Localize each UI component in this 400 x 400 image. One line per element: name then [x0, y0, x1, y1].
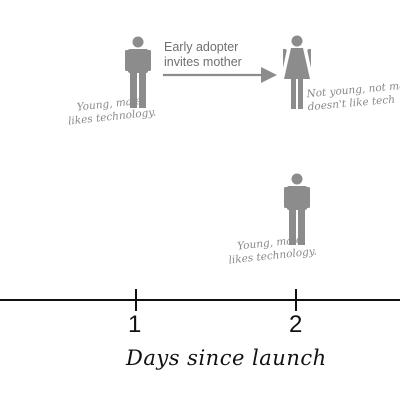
- invite-label-line: invites mother: [164, 55, 242, 69]
- axis-title: Days since launch: [126, 346, 327, 370]
- person-note: Not young, not ma doesn't like tech: [306, 80, 400, 115]
- male-person-icon: [125, 36, 151, 108]
- timeline-axis: [0, 289, 400, 311]
- invite-label: Early adopter invites mother: [164, 40, 242, 70]
- person-note: Young, male, likes technology.: [63, 93, 160, 129]
- right-arrow-icon: [163, 67, 277, 83]
- tick-label: 2: [289, 311, 303, 338]
- person-note: Young, male, likes technology.: [221, 232, 323, 268]
- invite-label-line: Early adopter: [164, 40, 239, 54]
- female-person-icon: [283, 35, 311, 109]
- tick-label: 1: [128, 311, 142, 338]
- male-person-icon: [284, 173, 310, 245]
